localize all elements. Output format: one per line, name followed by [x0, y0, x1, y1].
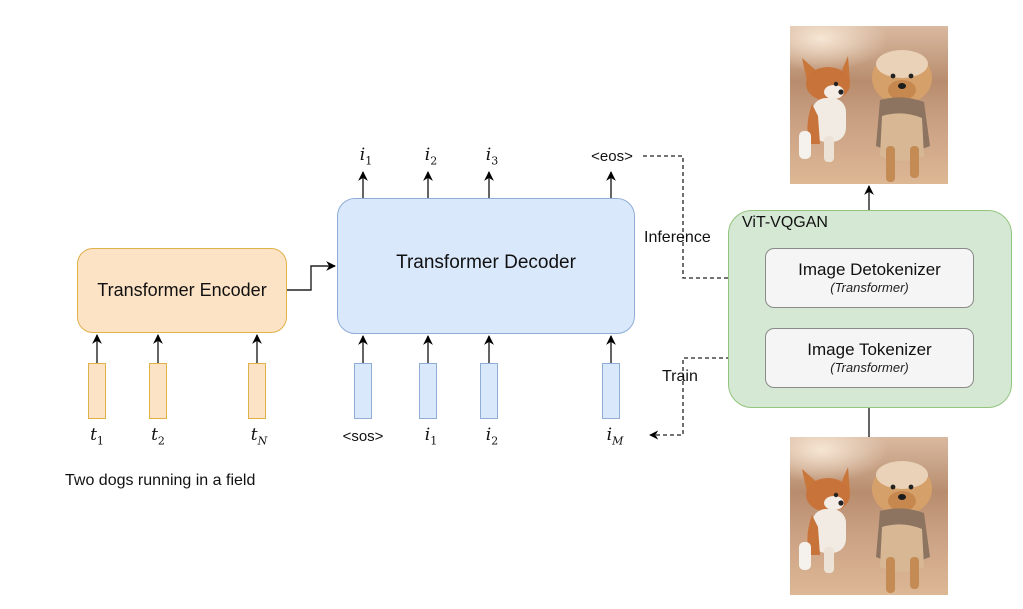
dogs-illustration [799, 50, 932, 182]
yorkie-dog [872, 50, 932, 182]
image-tokenizer: Image Tokenizer (Transformer) [765, 328, 974, 388]
corgi-dog [799, 467, 850, 573]
corgi-dog [799, 56, 850, 162]
decoder-label: Transformer Decoder [396, 252, 576, 273]
inference-dashed-path [643, 155, 764, 283]
decoder-input-label-i1: i1 [424, 425, 438, 448]
encoder-token-box-N [248, 363, 266, 419]
encoder-token-box-1 [88, 363, 106, 419]
train-dashed-path [649, 357, 765, 440]
yorkie-dog [872, 461, 932, 593]
decoder-input-box-iM [602, 363, 620, 419]
sos-label: <sos> [342, 428, 384, 445]
token-label-t1: t1 [90, 425, 104, 448]
text-prompt-caption: Two dogs running in a field [65, 472, 256, 489]
decoder-input-label-i2: i2 [485, 425, 499, 448]
tokenizer-label: Image Tokenizer [807, 340, 932, 359]
token-label-t2: t2 [151, 425, 165, 448]
decoder-input-box-sos [354, 363, 372, 419]
encoder-token-box-2 [149, 363, 167, 419]
decoder-input-box-i2 [480, 363, 498, 419]
dogs-illustration [799, 461, 932, 593]
decoder-output-label-i3: i3 [485, 145, 499, 168]
train-label: Train [662, 368, 698, 385]
image-detokenizer: Image Detokenizer (Transformer) [765, 248, 974, 308]
arrow-encoder-to-decoder [287, 261, 336, 291]
decoder-output-label-i1: i1 [359, 145, 373, 168]
vit-vqgan-title: ViT-VQGAN [742, 214, 828, 231]
output-image-two-dogs [790, 26, 948, 184]
eos-label: <eos> [591, 148, 633, 165]
inference-label: Inference [644, 229, 711, 246]
encoder-label: Transformer Encoder [97, 280, 267, 300]
token-label-tN: tN [250, 425, 268, 448]
detokenizer-sublabel: (Transformer) [830, 280, 909, 295]
tokenizer-sublabel: (Transformer) [830, 360, 909, 375]
transformer-decoder: Transformer Decoder [337, 198, 635, 334]
detokenizer-label: Image Detokenizer [798, 260, 941, 279]
transformer-encoder: Transformer Encoder [77, 248, 287, 333]
decoder-input-label-iM: iM [606, 425, 624, 448]
input-image-two-dogs [790, 437, 948, 595]
decoder-input-box-i1 [419, 363, 437, 419]
decoder-output-label-i2: i2 [424, 145, 438, 168]
